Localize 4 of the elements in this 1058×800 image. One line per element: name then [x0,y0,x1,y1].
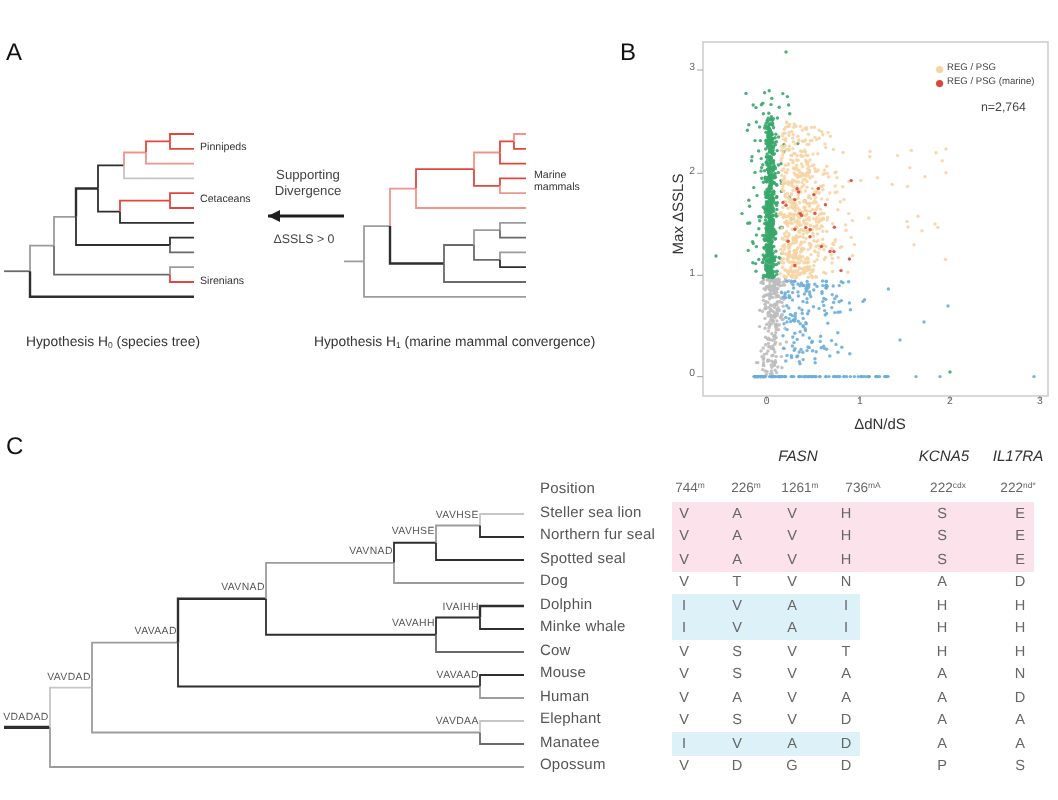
arrow [268,210,344,222]
panel-letter: C [6,434,24,462]
panel-letter: B [620,40,637,68]
panel-letter: A [6,40,23,68]
